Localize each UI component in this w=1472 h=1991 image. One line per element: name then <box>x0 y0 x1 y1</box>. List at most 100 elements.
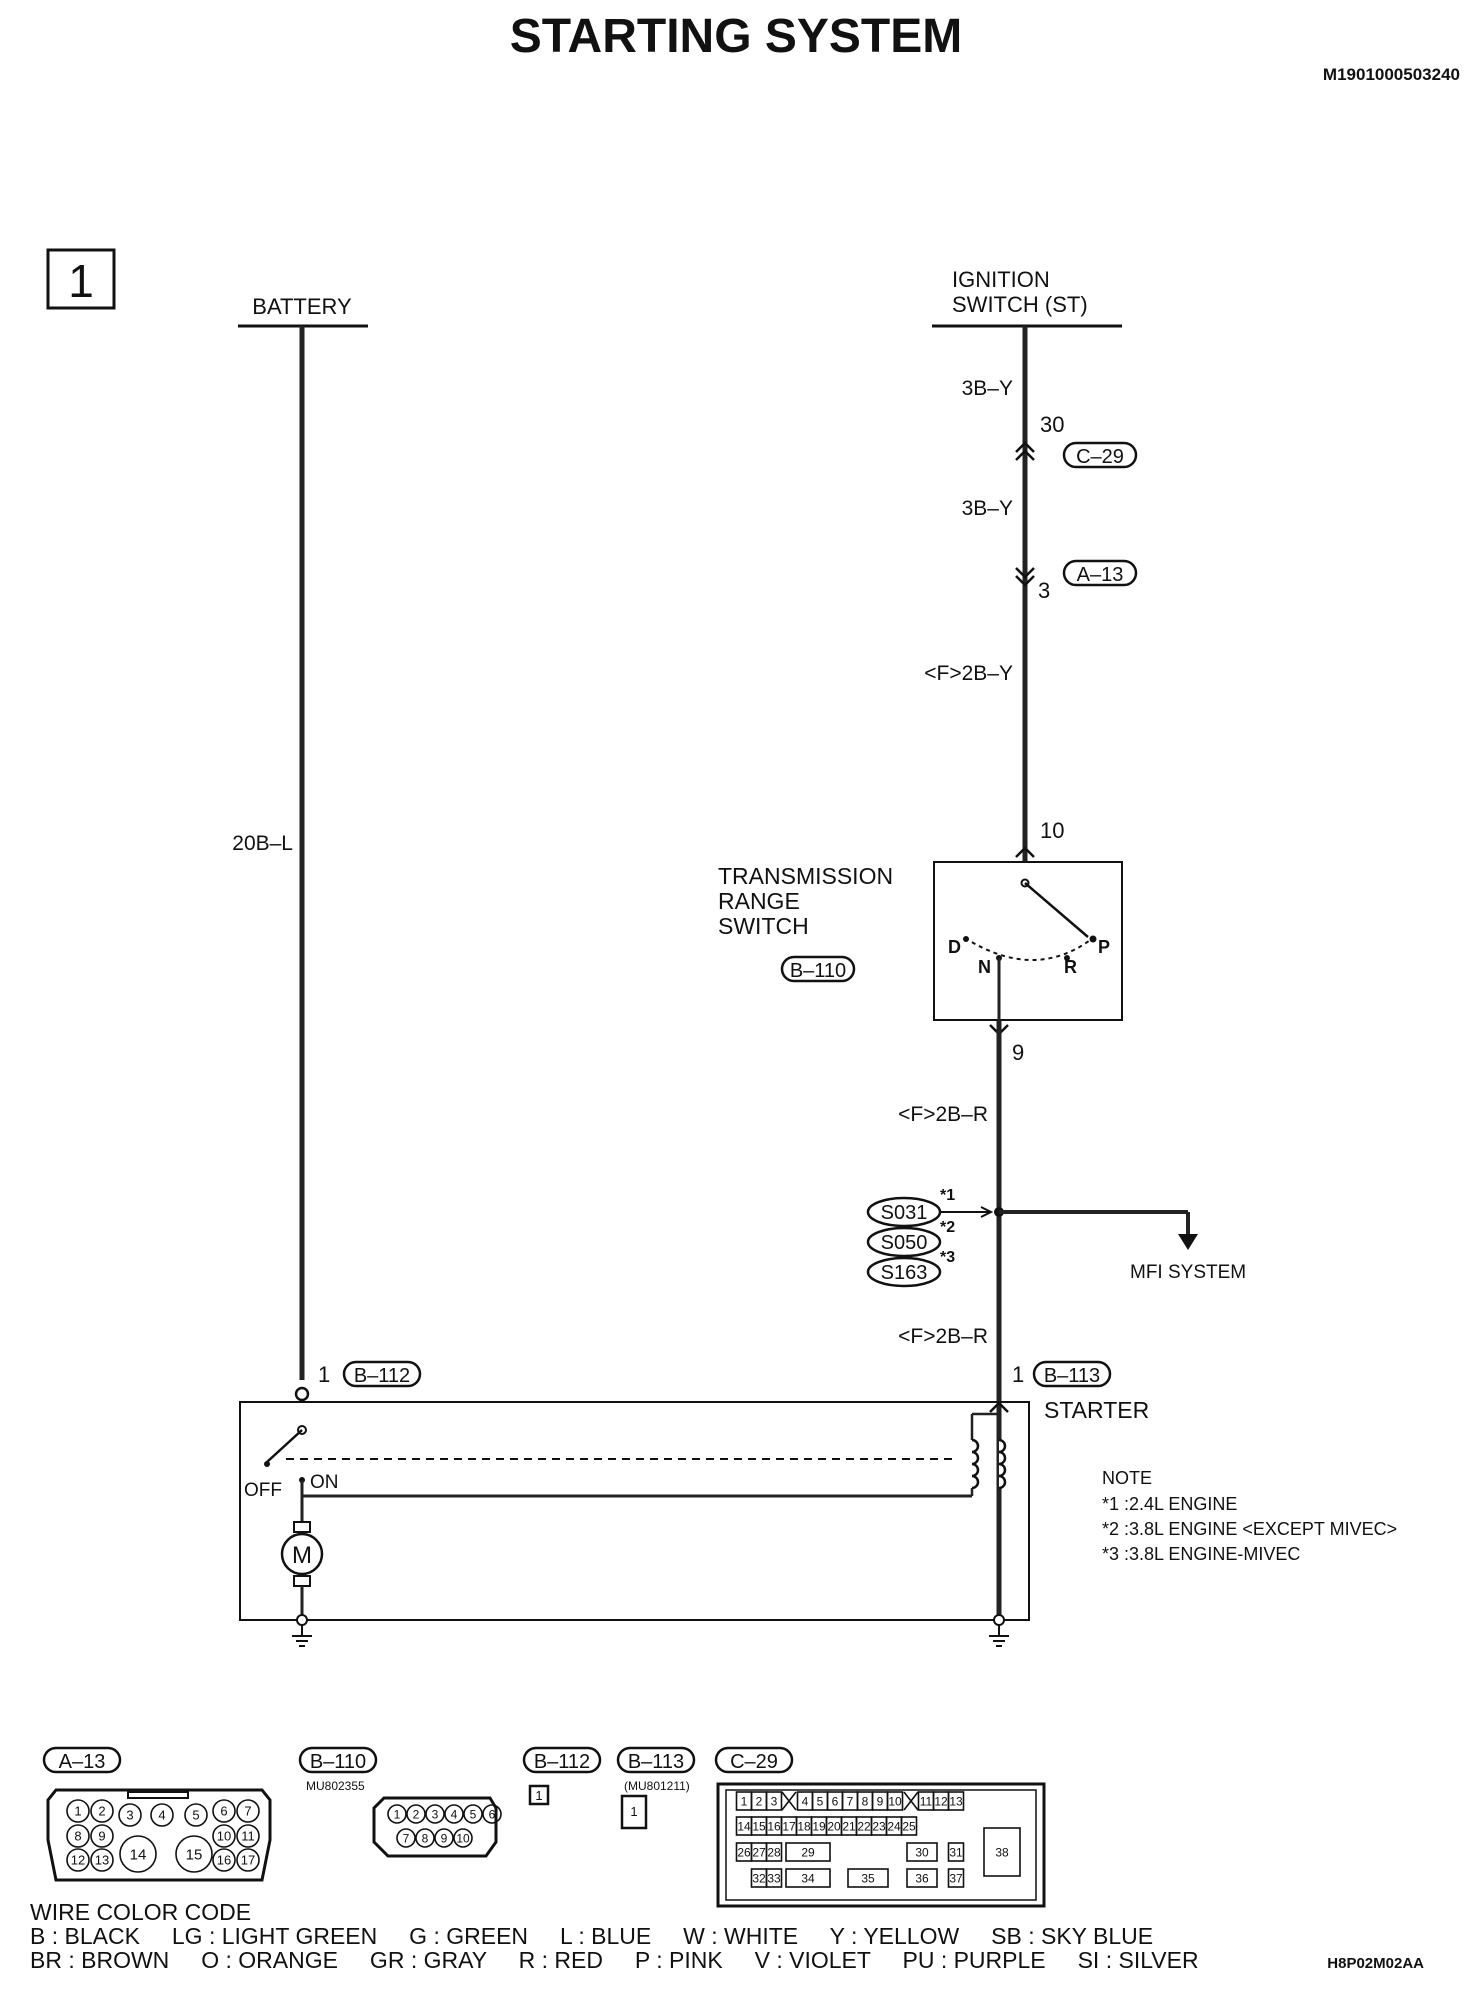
trs-position-arc <box>964 937 1094 961</box>
starter-off-label: OFF <box>244 1480 282 1501</box>
b110-pin-1-socket <box>387 1804 407 1824</box>
b113-view-tag-text: B–113 <box>628 1751 684 1773</box>
c29-pin-10: 10 <box>888 1794 902 1808</box>
trs-switch-box <box>933 861 1123 1021</box>
b110-pin-5-socket <box>463 1804 483 1824</box>
a13-pin-7: 7 <box>244 1804 251 1819</box>
c29-pin-30: 30 <box>915 1845 929 1859</box>
page-title: STARTING SYSTEM <box>510 10 962 63</box>
c29-pin-34: 34 <box>801 1871 815 1885</box>
splice-tag-s031 <box>866 1196 942 1228</box>
b112-view-tag <box>522 1746 602 1774</box>
c29-pin-9: 9 <box>877 1794 884 1808</box>
ign-wire-code-3: <F>2B–Y <box>924 662 1013 685</box>
b113-tag-text: B–113 <box>1044 1365 1100 1387</box>
note-3: *3 :3.8L ENGINE-MIVEC <box>1102 1544 1300 1564</box>
ign-wire-code-2: 3B–Y <box>962 497 1013 520</box>
b110-pin-3: 3 <box>432 1807 439 1821</box>
a13-connector-symbol <box>1015 567 1035 587</box>
b110-connector-body <box>372 1796 498 1858</box>
c29-tag <box>1062 441 1138 469</box>
trs-contact-r <box>1064 955 1070 961</box>
solenoid-contact-arm <box>266 1429 303 1463</box>
a13-pin-9-socket <box>90 1824 114 1848</box>
battery-wire-code: 20B–L <box>232 832 293 855</box>
trs-wiper <box>1024 882 1089 938</box>
c29-pin-38: 38 <box>995 1845 1009 1859</box>
b113-connector-body <box>620 1794 648 1830</box>
splice-s050: S050 <box>881 1232 928 1254</box>
splice-s031: S031 <box>881 1202 928 1224</box>
b110-pin-6-socket <box>482 1804 502 1824</box>
splice-mark-1: *1 <box>940 1187 955 1204</box>
c29-connector-body <box>716 1782 1046 1908</box>
c29-pin-4: 4 <box>802 1794 809 1808</box>
a13-pin-1-socket <box>66 1799 90 1823</box>
ign-wire-code-1: 3B–Y <box>962 377 1013 400</box>
c29-pin-23: 23 <box>872 1819 886 1833</box>
c29-connector-symbol <box>1015 441 1035 461</box>
c29-pin-36-socket <box>906 1868 938 1888</box>
splice-mark-2: *2 <box>940 1219 955 1236</box>
a13-pin-17: 17 <box>241 1853 255 1868</box>
starter-box <box>239 1401 1030 1621</box>
b113-tag <box>1032 1360 1112 1388</box>
a13-pin-8: 8 <box>74 1829 81 1844</box>
a13-pin-15: 15 <box>186 1846 203 1863</box>
c29-pin-14: 14 <box>737 1819 751 1833</box>
b110-pin-5: 5 <box>470 1807 477 1821</box>
b110-pin-8: 8 <box>422 1831 429 1845</box>
mfi-label: MFI SYSTEM <box>1130 1262 1246 1283</box>
c29-pin-31-socket <box>947 1842 965 1862</box>
b113-view-tag <box>616 1746 696 1774</box>
c29-pin-33-socket <box>765 1868 783 1888</box>
a13-pin-9: 9 <box>98 1829 105 1844</box>
ground-terminal-right <box>993 1614 1005 1626</box>
a13-pin-13: 13 <box>95 1853 109 1868</box>
a13-pin-3: 3 <box>126 1808 133 1823</box>
c29-pin-29: 29 <box>801 1845 815 1859</box>
solenoid-contact-top <box>297 1425 307 1435</box>
legend-row-1: B : BLACK LG : LIGHT GREEN G : GREEN L :… <box>30 1923 1153 1949</box>
c29-pin-20: 20 <box>827 1819 841 1833</box>
a13-pin-2-socket <box>90 1799 114 1823</box>
a13-pin-12: 12 <box>71 1853 85 1868</box>
a13-pin-10-socket <box>212 1824 236 1848</box>
c29-pin-36: 36 <box>915 1871 929 1885</box>
a13-latch <box>127 1791 189 1799</box>
note-2: *2 :3.8L ENGINE <EXCEPT MIVEC> <box>1102 1519 1397 1539</box>
a13-pin-14: 14 <box>130 1846 147 1863</box>
c29-pin-38-socket <box>983 1827 1021 1877</box>
splice-pointer-arrow-icon <box>980 1206 994 1218</box>
b110-pin-2: 2 <box>413 1807 420 1821</box>
c29-pin-17: 17 <box>782 1819 796 1833</box>
b110-part-number: MU802355 <box>306 1779 365 1793</box>
b113-pin: 1 <box>1012 1362 1024 1387</box>
trs-out-wire-code: <F>2B–R <box>898 1103 988 1126</box>
c29-pin-11: 11 <box>920 1794 933 1808</box>
c29-pin-18: 18 <box>797 1819 811 1833</box>
b110-pin-2-socket <box>406 1804 426 1824</box>
c29-pin-15: 15 <box>752 1819 766 1833</box>
c29-pin-37: 37 <box>949 1871 963 1885</box>
b112-connector-body <box>528 1784 550 1806</box>
b110-pin-4-socket <box>444 1804 464 1824</box>
c29-tag-text: C–29 <box>1076 446 1124 468</box>
a13-pin-2: 2 <box>98 1804 105 1819</box>
motor-brush-bottom <box>293 1575 311 1587</box>
note-heading: NOTE <box>1102 1468 1152 1488</box>
a13-pin: 3 <box>1038 578 1050 603</box>
ignition-label-line1: IGNITION <box>952 267 1050 292</box>
c29-pin-24: 24 <box>887 1819 901 1833</box>
a13-pin-4: 4 <box>158 1808 165 1823</box>
b110-pin-9-socket <box>434 1828 454 1848</box>
document-id: M1901000503240 <box>1323 65 1460 84</box>
c29-blank-cavity <box>781 1791 797 1811</box>
a13-pin-11: 11 <box>241 1829 255 1844</box>
b110-tag <box>780 955 856 983</box>
pull-in-coil <box>971 1438 980 1490</box>
c29-pin-6: 6 <box>832 1794 839 1808</box>
trs-contact-d <box>963 936 969 942</box>
